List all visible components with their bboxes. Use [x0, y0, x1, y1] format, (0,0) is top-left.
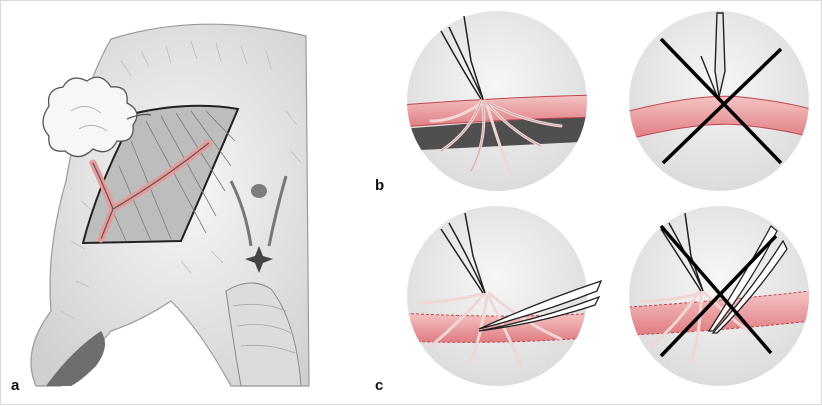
circle-c-correct — [407, 206, 603, 386]
forceps-icon — [440, 212, 486, 294]
scissors-icon — [478, 279, 603, 332]
panel-a-illustration — [30, 23, 310, 387]
forceps-icon — [700, 12, 726, 98]
cotton-swab-icon — [42, 76, 152, 158]
panel-label-c: c — [375, 377, 384, 394]
nipple — [251, 184, 267, 198]
cross-mark-icon — [659, 224, 778, 358]
panel-label-b: b — [375, 177, 385, 194]
panel-label-a: a — [11, 377, 20, 394]
forceps-icon — [440, 15, 484, 100]
circle-c-incorrect — [629, 206, 809, 386]
umbilicus-star — [245, 246, 273, 273]
circle-b-correct — [407, 11, 587, 191]
cross-mark-icon — [659, 37, 783, 165]
body-arm — [225, 282, 302, 387]
body-lower-dark-edge — [46, 331, 105, 386]
circle-b-incorrect — [629, 11, 809, 191]
